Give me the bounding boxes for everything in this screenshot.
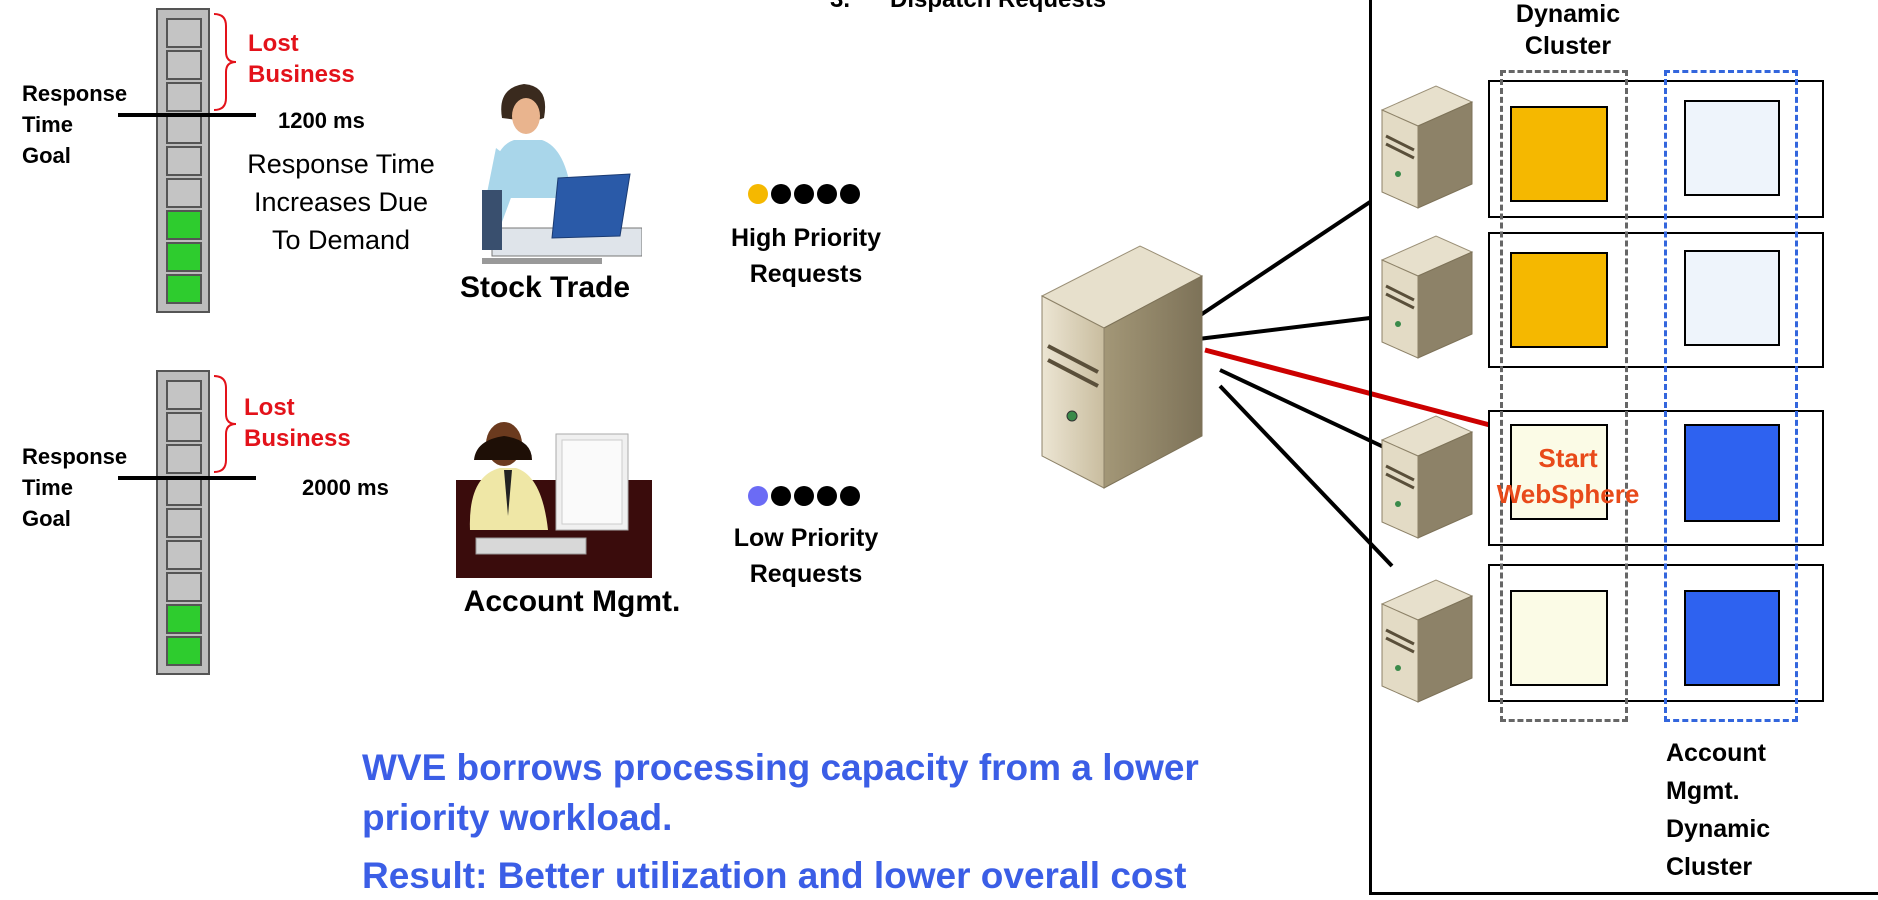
request-dot-icon <box>840 486 860 506</box>
link-line <box>1219 368 1391 452</box>
request-dot-icon <box>817 486 837 506</box>
lost-business-brace-icon <box>213 375 237 473</box>
account-mgmt-app-server-idle <box>1684 100 1780 196</box>
stock-trade-app-server-starting <box>1510 424 1608 520</box>
dispatch-requests-heading: 3. Dispatch Requests <box>830 0 1106 14</box>
dispatcher-server-icon <box>1040 245 1204 489</box>
link-line <box>1218 384 1394 568</box>
request-dot-icon <box>817 184 837 204</box>
stock-trade-app-server <box>1510 252 1608 348</box>
link-line <box>1189 316 1371 342</box>
stock-trade-app-server-idle <box>1510 590 1608 686</box>
stock-trader-figure-icon <box>482 84 642 264</box>
node-server-icon <box>1380 235 1474 359</box>
node-server-icon <box>1380 415 1474 539</box>
response-time-gauge-account <box>156 370 210 675</box>
response-time-goal-line-account <box>118 476 256 480</box>
account-mgmt-app-server-idle <box>1684 250 1780 346</box>
response-time-gauge-stock <box>156 8 210 313</box>
response-time-goal-line-stock <box>118 113 256 117</box>
account-mgmt-label: Account Mgmt. <box>463 585 681 618</box>
account-manager-figure-icon <box>456 422 652 578</box>
request-dot-icon <box>794 184 814 204</box>
lost-business-brace-icon <box>213 13 237 111</box>
request-dot-icon <box>840 184 860 204</box>
summary-message-line-2: priority workload. <box>362 797 673 838</box>
threshold-2000-label: 2000 ms <box>302 475 389 500</box>
request-dot-icon <box>771 184 791 204</box>
node-server-icon <box>1380 579 1474 703</box>
account-mgmt-app-server <box>1684 424 1780 522</box>
link-line <box>1188 200 1372 324</box>
node-server-icon <box>1380 85 1474 209</box>
stock-trade-app-server <box>1510 106 1608 202</box>
account-mgmt-cluster-outline <box>1664 70 1798 722</box>
dispatch-arrow-line <box>1204 347 1525 437</box>
stock-trade-label: Stock Trade <box>459 271 631 304</box>
summary-result-line: Result: Better utilization and lower ove… <box>362 855 1187 896</box>
cluster-panel <box>1369 0 1878 895</box>
threshold-1200-label: 1200 ms <box>278 108 365 133</box>
high-priority-lead-dot-icon <box>748 184 768 204</box>
stock-trade-cluster-outline <box>1500 70 1628 722</box>
request-dot-icon <box>771 486 791 506</box>
request-dot-icon <box>794 486 814 506</box>
account-mgmt-app-server <box>1684 590 1780 686</box>
low-priority-lead-dot-icon <box>748 486 768 506</box>
summary-message-line-1: WVE borrows processing capacity from a l… <box>362 747 1199 788</box>
